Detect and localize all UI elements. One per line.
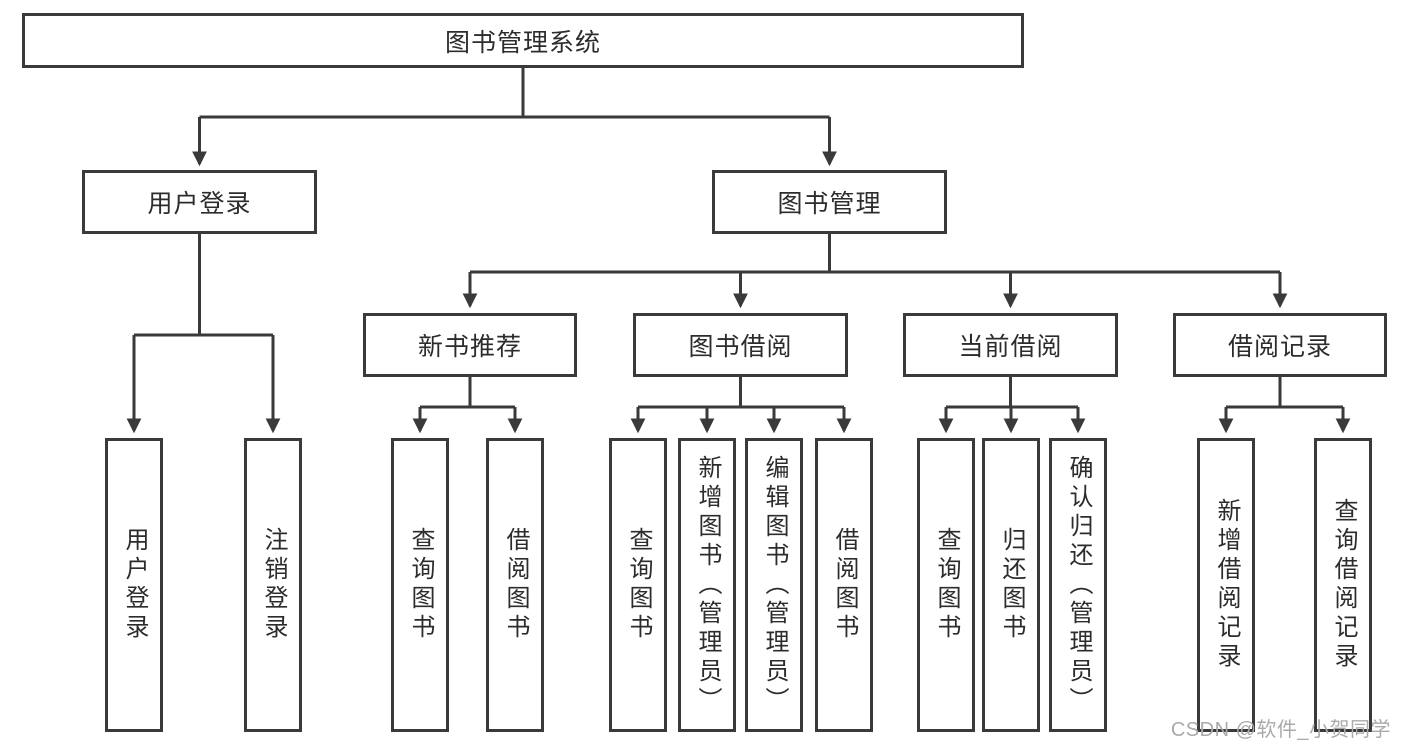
leaf-query-borrow-record: 查询借阅记录 [1314, 438, 1372, 732]
leaf-query-book-borrow-label: 查询图书 [625, 527, 652, 643]
leaf-logout-label: 注销登录 [260, 527, 287, 643]
leaf-query-book-recommend-label: 查询图书 [407, 527, 434, 643]
leaf-user-login: 用户登录 [105, 438, 163, 732]
leaf-borrow-book: 借阅图书 [815, 438, 873, 732]
node-borrow-record: 借阅记录 [1173, 313, 1387, 377]
leaf-borrow-book-recommend-label: 借阅图书 [502, 527, 529, 643]
leaf-user-login-label: 用户登录 [121, 527, 148, 643]
leaf-add-book-admin-label: 新增图书（管理员） [694, 454, 721, 716]
leaf-edit-book-admin: 编辑图书（管理员） [745, 438, 803, 732]
csdn-watermark: CSDN @软件_小贺同学 [1170, 719, 1391, 741]
leaf-add-book-admin: 新增图书（管理员） [678, 438, 736, 732]
leaf-return-book-label: 归还图书 [998, 527, 1025, 643]
leaf-edit-book-admin-label: 编辑图书（管理员） [761, 454, 788, 716]
leaf-query-book-current: 查询图书 [917, 438, 975, 732]
node-book-management: 图书管理 [712, 170, 947, 234]
leaf-add-borrow-record: 新增借阅记录 [1197, 438, 1255, 732]
leaf-query-book-borrow: 查询图书 [609, 438, 667, 732]
leaf-borrow-book-recommend: 借阅图书 [486, 438, 544, 732]
leaf-add-borrow-record-label: 新增借阅记录 [1213, 498, 1240, 672]
node-new-book-recommend: 新书推荐 [363, 313, 577, 377]
leaf-confirm-return-admin-label: 确认归还（管理员） [1065, 454, 1092, 716]
leaf-query-borrow-record-label: 查询借阅记录 [1330, 498, 1357, 672]
leaf-query-book-current-label: 查询图书 [933, 527, 960, 643]
leaf-logout: 注销登录 [244, 438, 302, 732]
node-root-library-system: 图书管理系统 [22, 13, 1024, 68]
node-book-borrow: 图书借阅 [633, 313, 848, 377]
leaf-return-book: 归还图书 [982, 438, 1040, 732]
leaf-borrow-book-label: 借阅图书 [831, 527, 858, 643]
node-current-borrow: 当前借阅 [903, 313, 1118, 377]
node-user-login: 用户登录 [82, 170, 317, 234]
leaf-confirm-return-admin: 确认归还（管理员） [1049, 438, 1107, 732]
leaf-query-book-recommend: 查询图书 [391, 438, 449, 732]
